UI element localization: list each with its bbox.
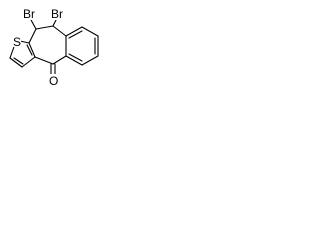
bond-c2-c3-inner	[13, 57, 24, 65]
bond-c10-br	[52, 19, 57, 27]
oxygen-label: O	[49, 74, 58, 88]
sulfur-label: S	[13, 35, 21, 49]
bond-c10a-c10b	[65, 26, 83, 37]
bond-c3a-c8a-inner	[26, 44, 33, 56]
bond-c10e-c4a-inner	[68, 53, 83, 62]
bond-c4a-c4	[52, 55, 67, 65]
bond-c10e-c4a	[65, 55, 83, 66]
bond-c10d-c10e	[81, 55, 99, 66]
bond-c2-c3	[9, 57, 23, 68]
oxygen-label-bg	[48, 74, 57, 86]
bond-c4-c3a	[34, 56, 54, 65]
bromine-left-label: Br	[23, 7, 35, 21]
bond-c8a-s	[19, 40, 30, 44]
br-right-label-bg	[50, 8, 66, 20]
br-left-label-bg	[22, 8, 38, 20]
bond-c9-c10	[35, 25, 54, 30]
bond-c10a-c10b-inner	[68, 30, 83, 39]
molecule-drawing: S Br Br O	[9, 7, 99, 88]
bond-c8a-c9	[28, 28, 37, 44]
bromine-right-label: Br	[51, 7, 63, 21]
bond-c10b-c10c	[81, 26, 99, 37]
bond-c3-c3a	[21, 56, 36, 68]
sulfur-label-bg	[13, 36, 21, 47]
bond-c9-br	[30, 19, 37, 30]
bond-c3a-c8a	[28, 42, 36, 58]
bond-c10-c10a	[52, 25, 67, 37]
structure-diagram: S Br Br O	[0, 0, 104, 97]
